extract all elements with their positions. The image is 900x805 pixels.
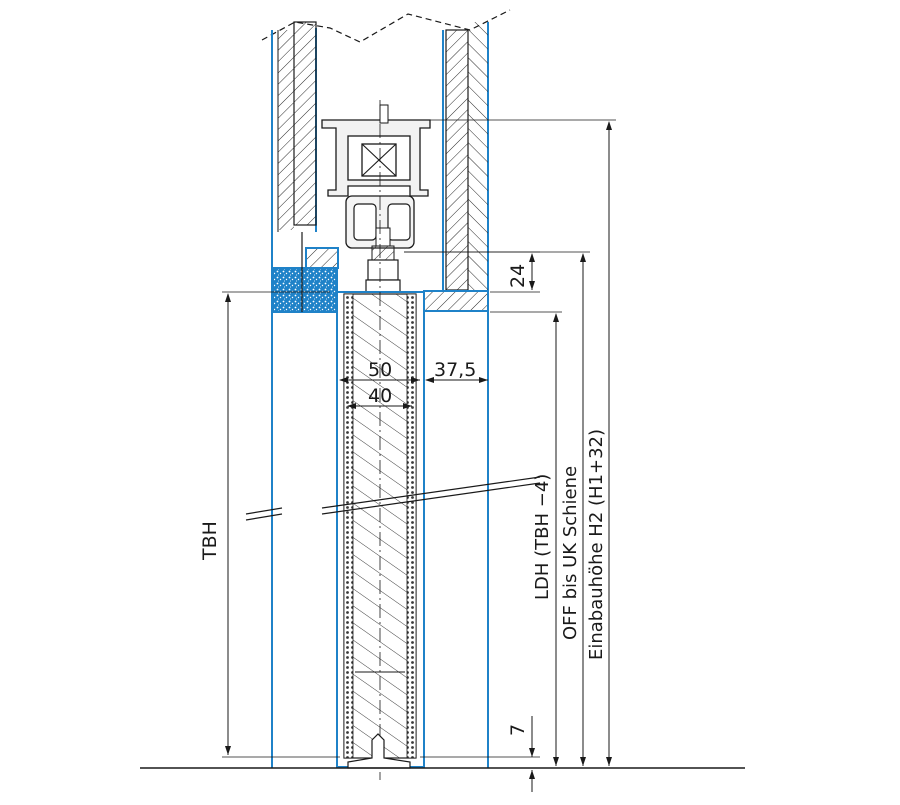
- dim-ldh: LDH (TBH −4): [490, 311, 562, 766]
- dim-ldh-label: LDH (TBH −4): [532, 474, 553, 600]
- dim-einbau: Einabauhöhe H2 (H1+32): [430, 119, 616, 766]
- dim-50: 50: [339, 359, 420, 383]
- dim-40-label: 40: [368, 385, 392, 407]
- right-cover-block: [423, 290, 489, 312]
- dim-7-label: 7: [507, 724, 529, 736]
- door-leaf: [336, 100, 425, 780]
- dim-7: 7: [420, 716, 540, 792]
- roller-carriage: [345, 195, 415, 293]
- dim-einbau-label: Einabauhöhe H2 (H1+32): [586, 429, 607, 660]
- dim-40: 40: [347, 385, 412, 409]
- floor-guide: [347, 733, 411, 769]
- dim-24-label: 24: [507, 264, 529, 288]
- dim-37-5: 37,5: [425, 359, 488, 383]
- dim-50-label: 50: [368, 359, 392, 381]
- brush-seal: [272, 267, 338, 313]
- rail-profile: [321, 104, 431, 197]
- dim-off-label: OFF bis UK Schiene: [560, 466, 581, 640]
- dim-tbh: TBH: [199, 291, 340, 758]
- left-cover-block: [305, 247, 339, 269]
- height-break-marks: [245, 476, 541, 521]
- dim-tbh-label: TBH: [199, 521, 221, 561]
- left-wall: [271, 21, 317, 768]
- dim-37-5-label: 37,5: [434, 359, 476, 381]
- dim-off: OFF bis UK Schiene: [404, 251, 590, 766]
- right-wall: [442, 22, 489, 768]
